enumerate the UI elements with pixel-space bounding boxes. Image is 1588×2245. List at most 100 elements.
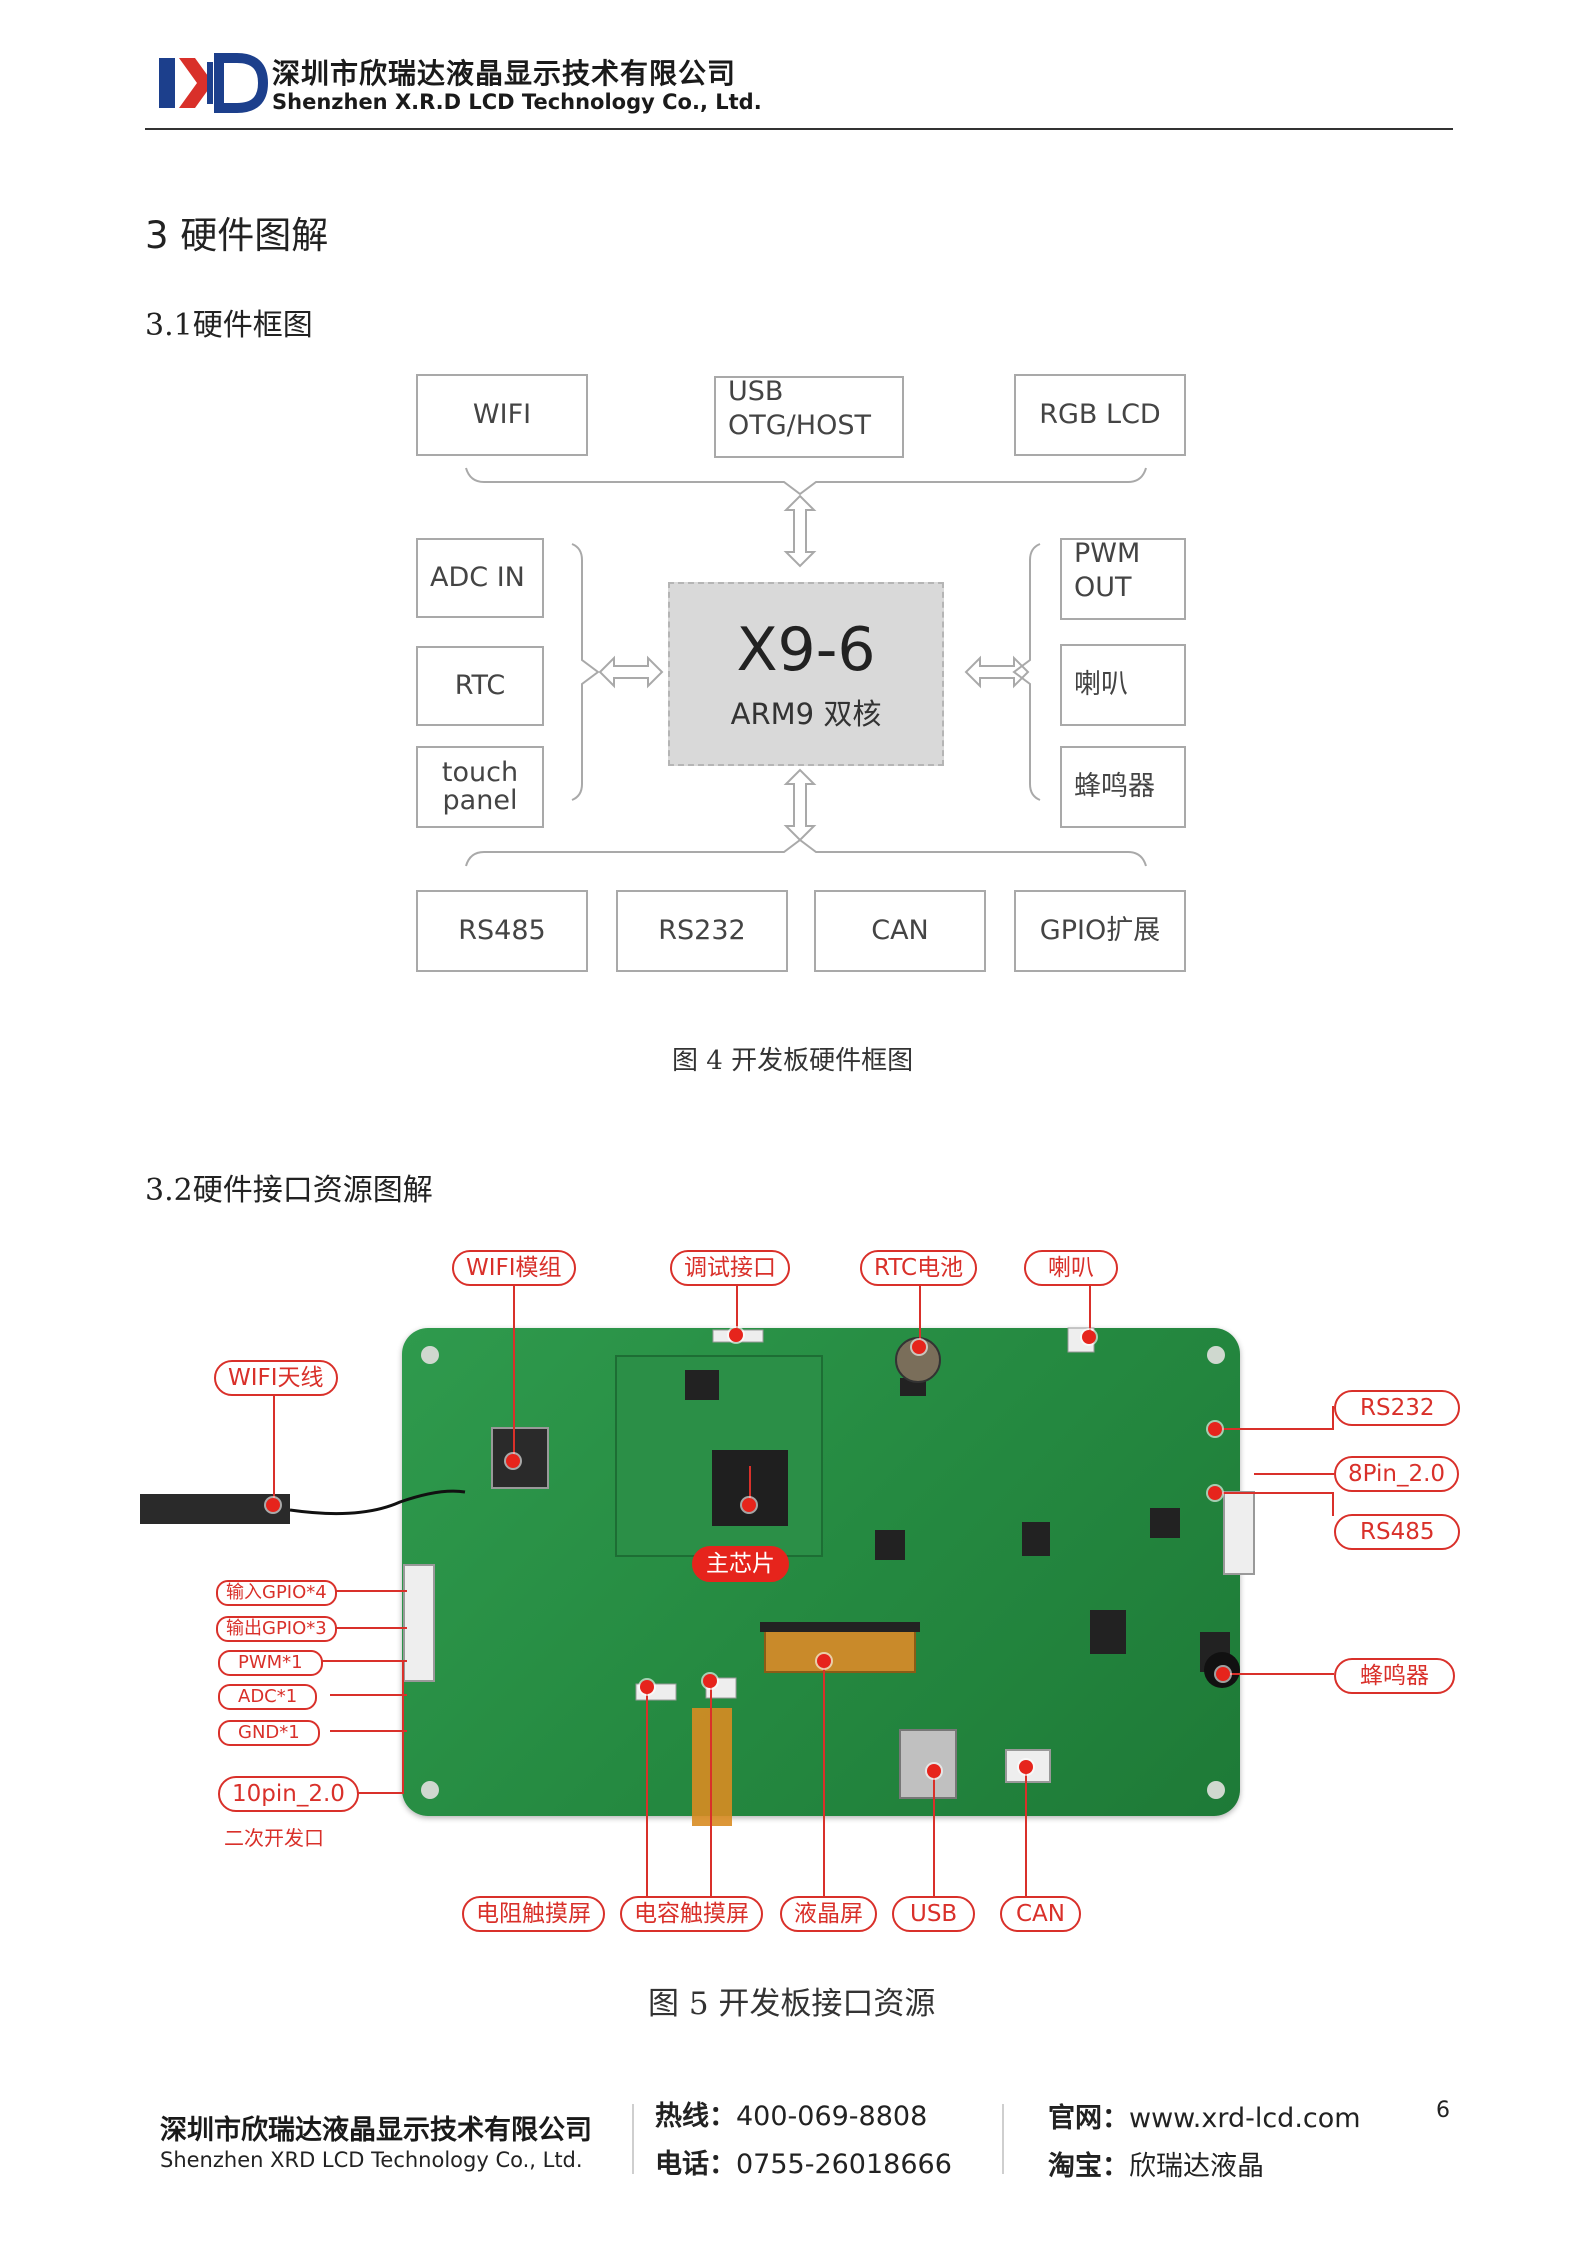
marker-rs485 bbox=[1208, 1486, 1222, 1500]
subsection-heading-block: 3.1硬件框图 bbox=[145, 308, 313, 343]
label-usb: USB bbox=[892, 1896, 976, 1932]
label-rs232: RS232 bbox=[1334, 1390, 1461, 1426]
chip-subtitle: ARM9 双核 bbox=[730, 697, 882, 731]
marker-rs232 bbox=[1208, 1422, 1222, 1436]
wire-adc bbox=[330, 1694, 407, 1696]
block-wifi: WIFI bbox=[416, 374, 588, 456]
block-can: CAN bbox=[814, 890, 986, 972]
label-wifi-module: WIFI模组 bbox=[452, 1250, 576, 1286]
block-touch-line2: panel bbox=[442, 785, 518, 816]
wire-rs485-v bbox=[1332, 1492, 1334, 1516]
header-divider bbox=[145, 128, 1453, 130]
block-buzzer: 蜂鸣器 bbox=[1060, 746, 1186, 828]
wire-can bbox=[1025, 1766, 1027, 1896]
section-heading: 3 硬件图解 bbox=[145, 214, 329, 257]
pcb-artwork bbox=[140, 1327, 1255, 1826]
wire-rs232-h bbox=[1214, 1428, 1334, 1430]
label-adc: ADC*1 bbox=[218, 1684, 318, 1710]
label-can: CAN bbox=[1000, 1896, 1081, 1932]
wire-main-chip bbox=[749, 1466, 751, 1506]
marker-resistive bbox=[640, 1680, 654, 1694]
footer-taobao-label: 淘宝： bbox=[1048, 2151, 1129, 2182]
block-pwm-out: PWM OUT bbox=[1060, 538, 1186, 620]
footer-website-value: www.xrd-lcd.com bbox=[1129, 2103, 1361, 2134]
page-number: 6 bbox=[1436, 2098, 1450, 2123]
wire-8pin bbox=[1254, 1473, 1334, 1475]
footer-hotline-value: 400-069-8808 bbox=[736, 2101, 928, 2132]
wire-rs232-v bbox=[1332, 1406, 1334, 1430]
block-speaker: 喇叭 bbox=[1060, 644, 1186, 726]
footer-phone: 电话：0755-26018666 bbox=[655, 2142, 952, 2181]
marker-buzzer bbox=[1216, 1667, 1230, 1681]
marker-lcd bbox=[817, 1654, 831, 1668]
label-gpio-in: 输入GPIO*4 bbox=[216, 1580, 337, 1606]
footer-website-label: 官网： bbox=[1048, 2103, 1129, 2134]
company-logo bbox=[159, 53, 269, 113]
header-company-cn: 深圳市欣瑞达液晶显示技术有限公司 bbox=[272, 57, 737, 90]
label-gnd: GND*1 bbox=[218, 1720, 320, 1746]
marker-rtc bbox=[912, 1340, 926, 1354]
marker-main-chip bbox=[742, 1498, 756, 1512]
main-chip-block: X9-6 ARM9 双核 bbox=[668, 582, 944, 766]
block-pwm-line2: OUT bbox=[1074, 572, 1132, 604]
block-touch-line1: touch bbox=[441, 756, 519, 788]
marker-can bbox=[1019, 1760, 1033, 1774]
subsection-heading-interface: 3.2硬件接口资源图解 bbox=[145, 1173, 433, 1208]
wire-capacitive bbox=[710, 1680, 712, 1896]
footer-taobao-value: 欣瑞达液晶 bbox=[1129, 2151, 1264, 2182]
footer-website: 官网：www.xrd-lcd.com bbox=[1048, 2096, 1361, 2135]
header-company-en: Shenzhen X.R.D LCD Technology Co., Ltd. bbox=[272, 90, 762, 114]
wire-buzzer bbox=[1222, 1673, 1334, 1675]
figure-5-caption: 图 5 开发板接口资源 bbox=[648, 1986, 936, 2022]
footer-hotline: 热线：400-069-8808 bbox=[655, 2094, 927, 2133]
label-capacitive-touch: 电容触摸屏 bbox=[620, 1896, 763, 1932]
wire-rs485-h bbox=[1214, 1492, 1334, 1494]
label-gpio-out: 输出GPIO*3 bbox=[216, 1616, 337, 1642]
chip-title: X9-6 bbox=[736, 615, 876, 685]
wire-10pin-h bbox=[344, 1792, 404, 1794]
block-touch-panel: touch panel bbox=[416, 746, 544, 828]
wire-gnd bbox=[330, 1730, 407, 1732]
block-gpio: GPIO扩展 bbox=[1014, 890, 1186, 972]
wire-gpio-out bbox=[335, 1627, 407, 1629]
wire-10pin-v bbox=[402, 1660, 404, 1794]
label-wifi-antenna: WIFI天线 bbox=[214, 1360, 338, 1396]
label-8pin: 8Pin_2.0 bbox=[1334, 1456, 1460, 1492]
block-usb: USB OTG/HOST bbox=[714, 376, 904, 458]
marker-speaker bbox=[1082, 1330, 1096, 1344]
block-usb-line2: OTG/HOST bbox=[728, 410, 871, 442]
label-pwm: PWM*1 bbox=[218, 1650, 323, 1676]
figure-4-caption: 图 4 开发板硬件框图 bbox=[672, 1046, 914, 1076]
footer-separator-2 bbox=[1002, 2104, 1004, 2174]
label-rs485: RS485 bbox=[1334, 1514, 1461, 1550]
marker-wifi-module bbox=[506, 1454, 520, 1468]
wire-resistive bbox=[646, 1686, 648, 1896]
hardware-block-diagram: WIFI USB OTG/HOST RGB LCD ADC IN RTC tou… bbox=[400, 360, 1200, 1000]
wire-wifi-antenna bbox=[273, 1388, 275, 1500]
marker-debug bbox=[729, 1328, 743, 1342]
block-rs232: RS232 bbox=[616, 890, 788, 972]
block-pwm-line1: PWM bbox=[1074, 538, 1141, 569]
wire-usb bbox=[933, 1770, 935, 1896]
wire-wifi-module bbox=[513, 1270, 515, 1462]
wire-lcd bbox=[823, 1660, 825, 1896]
wire-debug bbox=[736, 1270, 738, 1332]
label-lcd: 液晶屏 bbox=[780, 1896, 877, 1932]
wire-speaker bbox=[1089, 1270, 1091, 1332]
footer-hotline-label: 热线： bbox=[655, 2101, 736, 2132]
label-buzzer: 蜂鸣器 bbox=[1334, 1658, 1455, 1694]
wire-rtc bbox=[919, 1270, 921, 1342]
block-adc-in: ADC IN bbox=[416, 538, 544, 618]
label-speaker: 喇叭 bbox=[1024, 1250, 1118, 1286]
label-rtc-battery: RTC电池 bbox=[860, 1250, 978, 1286]
label-10pin: 10pin_2.0 bbox=[218, 1776, 359, 1812]
diagram-connectors bbox=[465, 467, 1147, 867]
footer-taobao: 淘宝：欣瑞达液晶 bbox=[1048, 2144, 1264, 2183]
block-usb-line1: USB bbox=[728, 376, 784, 407]
wire-pwm bbox=[318, 1660, 407, 1662]
footer-company-en: Shenzhen XRD LCD Technology Co., Ltd. bbox=[160, 2148, 583, 2172]
block-rgb-lcd: RGB LCD bbox=[1014, 374, 1186, 456]
marker-wifi-antenna bbox=[266, 1498, 280, 1512]
label-resistive-touch: 电阻触摸屏 bbox=[462, 1896, 605, 1932]
marker-usb bbox=[927, 1764, 941, 1778]
